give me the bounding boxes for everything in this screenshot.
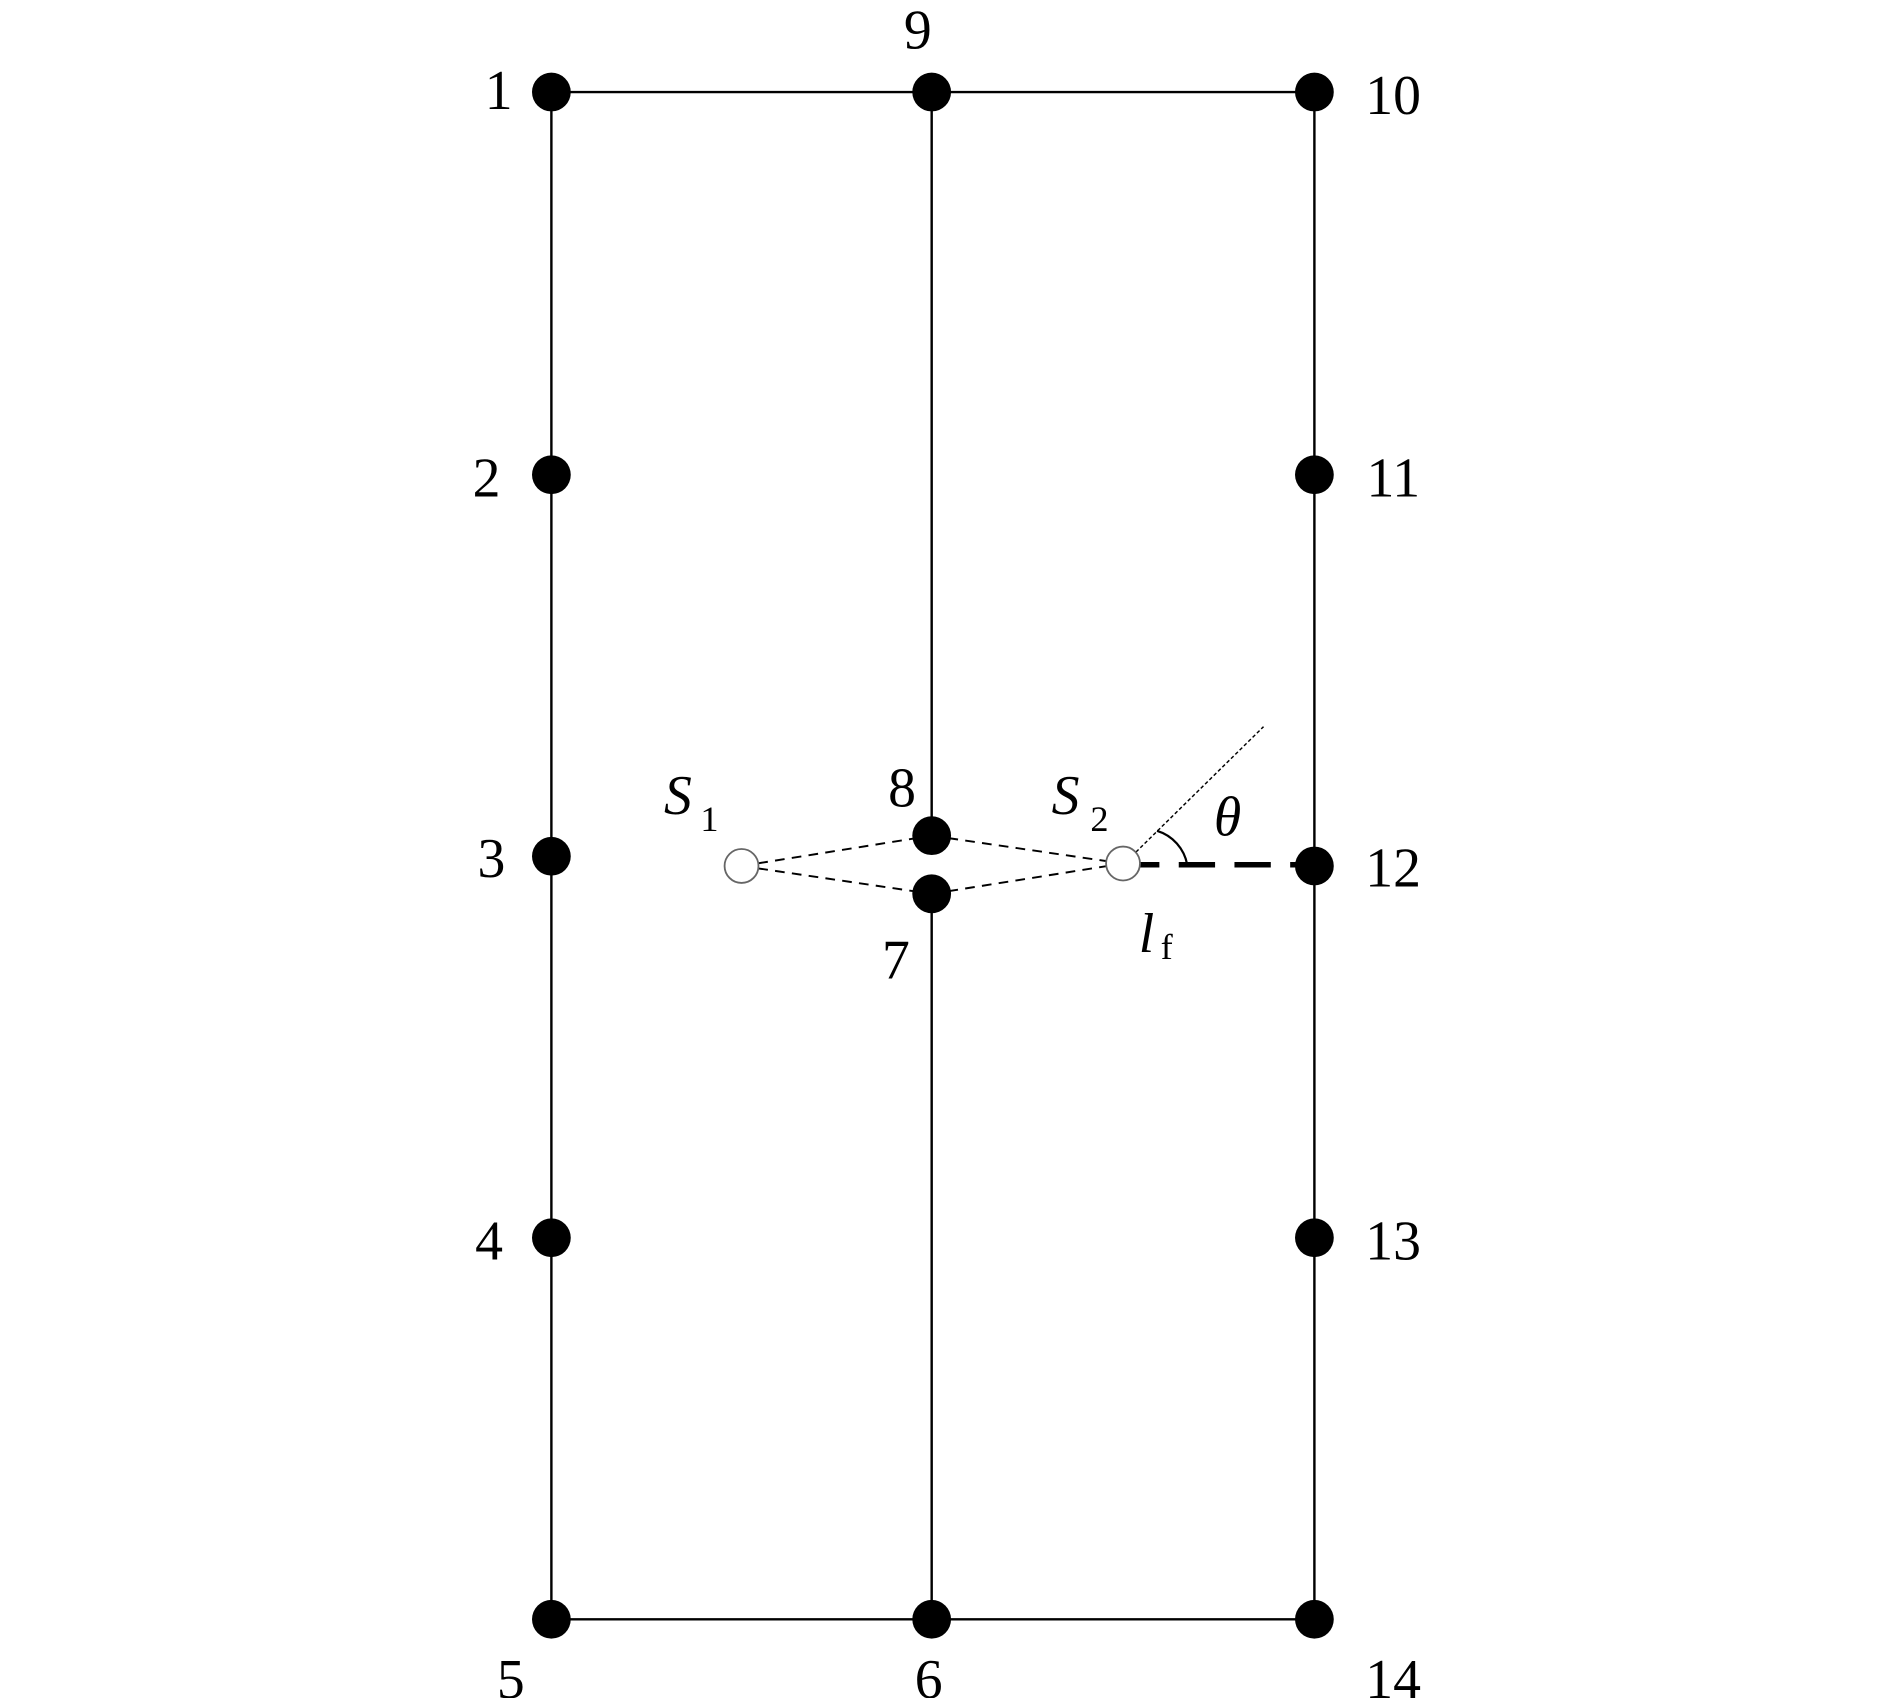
node-6 <box>912 1599 952 1639</box>
node-label-11: 11 <box>1366 448 1420 510</box>
node-label-13: 13 <box>1365 1211 1421 1273</box>
angle-ray <box>1122 726 1265 866</box>
link-7-s2 <box>931 862 1124 895</box>
angle-arc <box>1156 829 1189 865</box>
node-label-2: 2 <box>473 448 501 510</box>
annotations: S 1 S 2 l f θ <box>664 765 1241 967</box>
source-s1-subscript: 1 <box>700 799 718 839</box>
node-label-7: 7 <box>882 930 910 992</box>
node-label-12: 12 <box>1365 838 1421 900</box>
link-s1-7 <box>741 864 932 895</box>
source-s2-label: S <box>1052 765 1080 827</box>
node-14 <box>1295 1599 1334 1639</box>
node-3 <box>532 836 571 876</box>
fault-angle-label: θ <box>1214 787 1241 849</box>
source-s1-label: S <box>664 765 692 827</box>
source-links <box>741 834 1124 895</box>
link-8-s2 <box>931 834 1124 865</box>
node-1 <box>532 72 571 112</box>
node-labels: 1 2 3 4 5 6 7 8 9 10 11 12 13 14 <box>473 0 1421 1698</box>
node-7 <box>912 874 952 914</box>
node-4 <box>532 1218 571 1258</box>
node-label-9: 9 <box>904 0 932 61</box>
node-12 <box>1295 846 1334 886</box>
node-11 <box>1295 455 1334 495</box>
node-10 <box>1295 72 1334 112</box>
node-13 <box>1295 1218 1334 1258</box>
node-2 <box>532 455 571 495</box>
node-label-8: 8 <box>888 758 916 820</box>
node-label-10: 10 <box>1365 65 1421 127</box>
node-label-5: 5 <box>497 1649 525 1698</box>
node-5 <box>532 1599 571 1639</box>
node-label-14: 14 <box>1365 1649 1421 1698</box>
source-s2-marker <box>1105 845 1141 882</box>
fault-length-subscript: f <box>1161 927 1174 967</box>
node-label-1: 1 <box>485 60 513 122</box>
node-label-4: 4 <box>475 1211 503 1273</box>
node-9 <box>912 72 952 112</box>
link-s1-8 <box>741 834 932 867</box>
node-label-3: 3 <box>478 828 506 890</box>
fault-length-label: l <box>1139 903 1154 965</box>
node-8 <box>912 816 952 856</box>
edges <box>550 90 1316 1621</box>
source-s2-subscript: 2 <box>1090 799 1108 839</box>
node-label-6: 6 <box>915 1649 943 1698</box>
source-s1-marker <box>723 848 760 884</box>
nodes <box>532 72 1334 1639</box>
